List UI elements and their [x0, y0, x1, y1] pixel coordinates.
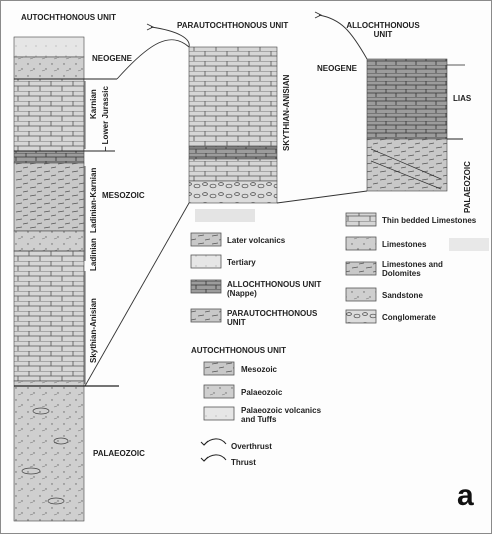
auto-palaeozoic-label: PALAEOZOIC — [93, 449, 145, 458]
auto-lower-jurassic-label: – Lower Jurassic — [101, 86, 110, 151]
legend-later-volcanics: Later volcanics — [227, 236, 285, 245]
para-skythian-anisian-label: SKYTHIAN-ANISIAN — [282, 75, 291, 151]
allochthonous-column — [367, 59, 465, 191]
allo-palaeozoic-label: PALAEOZOIC — [463, 161, 472, 213]
parautochthonous-title: PARAUTOCHTHONOUS UNIT — [177, 21, 288, 30]
allo-neogene-label: NEOGENE — [317, 64, 357, 73]
legend-thrust: Thrust — [231, 458, 256, 467]
legend-mesozoic: Mesozoic — [241, 365, 277, 374]
auto-ladinian-label: Ladinian — [89, 238, 98, 271]
thrust-symbols — [201, 439, 226, 461]
legend-palaeozoic-volcanics: Palaeozoic volcanics and Tuffs — [241, 406, 337, 424]
legend-overthrust: Overthrust — [231, 442, 272, 451]
allo-lias-label: LIAS — [453, 94, 471, 103]
auto-ladinian-karnian-label: Ladinian-Karnian — [89, 168, 98, 233]
legend-thin-bedded-limestones: Thin bedded Limestones — [382, 216, 476, 225]
legend-tertiary: Tertiary — [227, 258, 256, 267]
legend-limestones-dolomites: Limestones and Dolomites — [382, 260, 462, 278]
panel-letter: a — [457, 479, 474, 513]
auto-karnian-label: Karnian — [89, 89, 98, 119]
parautochthonous-column — [189, 47, 277, 203]
allochthonous-title: ALLOCHTHONOUS UNIT — [343, 21, 423, 39]
auto-neogene-label: NEOGENE — [92, 54, 132, 63]
legend-conglomerate: Conglomerate — [382, 313, 436, 322]
legend-sandstone: Sandstone — [382, 291, 423, 300]
auto-mesozoic-label: MESOZOIC — [102, 191, 145, 200]
legend-limestones: Limestones — [382, 240, 426, 249]
legend-autochthonous-heading: AUTOCHTHONOUS UNIT — [191, 346, 286, 355]
legend-palaeozoic: Palaeozoic — [241, 388, 282, 397]
legend-allochthonous-unit: ALLOCHTHONOUS UNIT (Nappe) — [227, 280, 327, 298]
legend-parautochthonous-unit: PARAUTOCHTHONOUS UNIT — [227, 309, 327, 327]
auto-skythian-anisian-label: Skythian-Anisian — [89, 298, 98, 363]
autochthonous-title: AUTOCHTHONOUS UNIT — [21, 13, 116, 22]
